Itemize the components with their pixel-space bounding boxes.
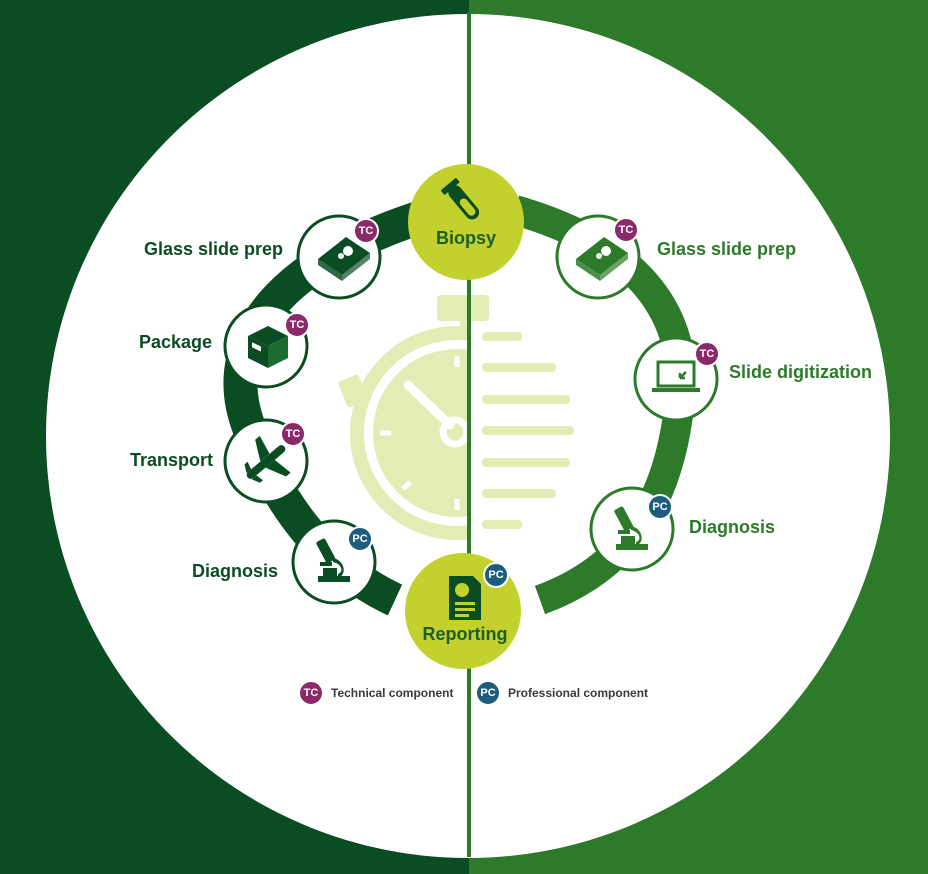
hub-label-reporting: Reporting bbox=[422, 624, 508, 644]
report-document-icon bbox=[449, 576, 481, 620]
left-label-diagnosis: Diagnosis bbox=[191, 561, 278, 581]
legend-pc-text: Professional component bbox=[508, 686, 649, 700]
legend-professional: PC Professional component bbox=[475, 680, 648, 706]
badge-right-diagnosis-pc: PC bbox=[647, 494, 673, 520]
left-label-transport: Transport bbox=[129, 450, 213, 470]
badge-left-diagnosis-pc: PC bbox=[347, 526, 373, 552]
badge-left-glass-slide-tc: TC bbox=[353, 218, 379, 244]
center-divider bbox=[467, 12, 471, 857]
legend-tc-badge: TC bbox=[298, 680, 324, 706]
right-label-diagnosis: Diagnosis bbox=[689, 517, 776, 537]
badge-reporting-pc: PC bbox=[483, 562, 509, 588]
stopwatch-watermark-icon bbox=[338, 295, 574, 540]
badge-left-transport-tc: TC bbox=[280, 421, 306, 447]
legend-pc-badge: PC bbox=[475, 680, 501, 706]
biopsy-hub bbox=[408, 164, 524, 280]
legend-technical: TC Technical component bbox=[298, 680, 453, 706]
hub-label-biopsy: Biopsy bbox=[435, 228, 496, 248]
badge-right-glass-slide-tc: TC bbox=[613, 217, 639, 243]
badge-right-digitization-tc: TC bbox=[694, 341, 720, 367]
left-label-package: Package bbox=[138, 332, 212, 352]
right-label-glass-slide-prep: Glass slide prep bbox=[657, 239, 797, 259]
right-label-slide-digitization: Slide digitization bbox=[729, 362, 872, 382]
left-label-glass-slide-prep: Glass slide prep bbox=[143, 239, 283, 259]
legend-tc-text: Technical component bbox=[331, 686, 454, 700]
badge-left-package-tc: TC bbox=[284, 312, 310, 338]
test-tube-icon bbox=[441, 178, 480, 220]
